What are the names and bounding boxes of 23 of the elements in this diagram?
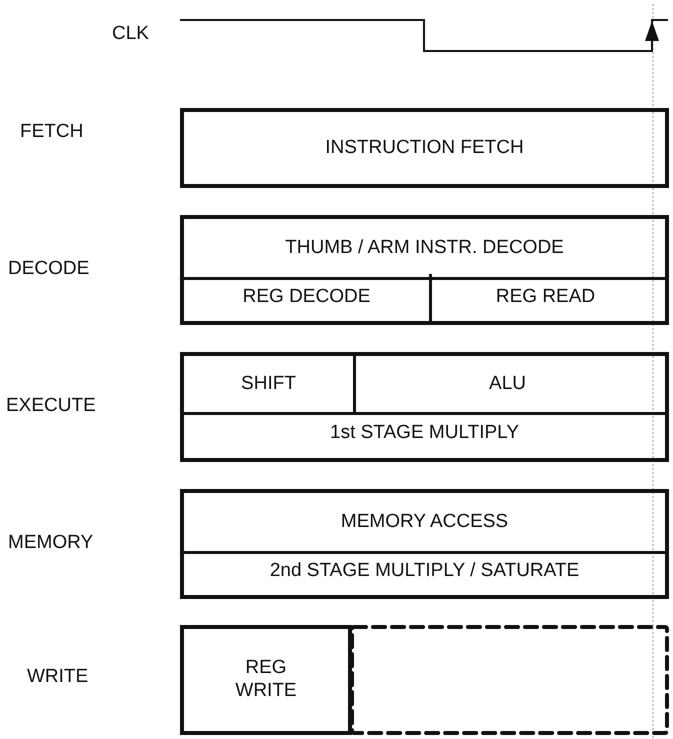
stage-text: 1st STAGE MULTIPLY [330,422,519,445]
stage-box [180,489,669,599]
stage-label: DECODE [8,258,90,280]
stage-label: WRITE [27,666,88,688]
stage-text: 2nd STAGE MULTIPLY / SATURATE [270,560,580,583]
clock-label: CLK [112,23,149,45]
stage-text: REG READ [496,286,596,309]
pipeline-cell [180,108,669,188]
pipeline-cell [184,356,356,415]
stage-label: FETCH [20,121,84,143]
stage-text: THUMB / ARM INSTR. DECODE [285,236,564,260]
stage-text: SHIFT [241,372,296,396]
stage-box [350,625,669,735]
stage-text: REG DECODE [242,286,370,309]
stage-text: MEMORY ACCESS [340,510,508,534]
stage-label: MEMORY [8,532,94,554]
stage-text: INSTRUCTION FETCH [325,136,524,160]
stage-box [180,352,669,462]
pipeline-cell [180,625,352,735]
stage-text: ALU [489,372,526,396]
stage-box [180,215,669,325]
stage-label: EXECUTE [6,395,96,417]
stage-text: REG WRITE [234,657,298,703]
